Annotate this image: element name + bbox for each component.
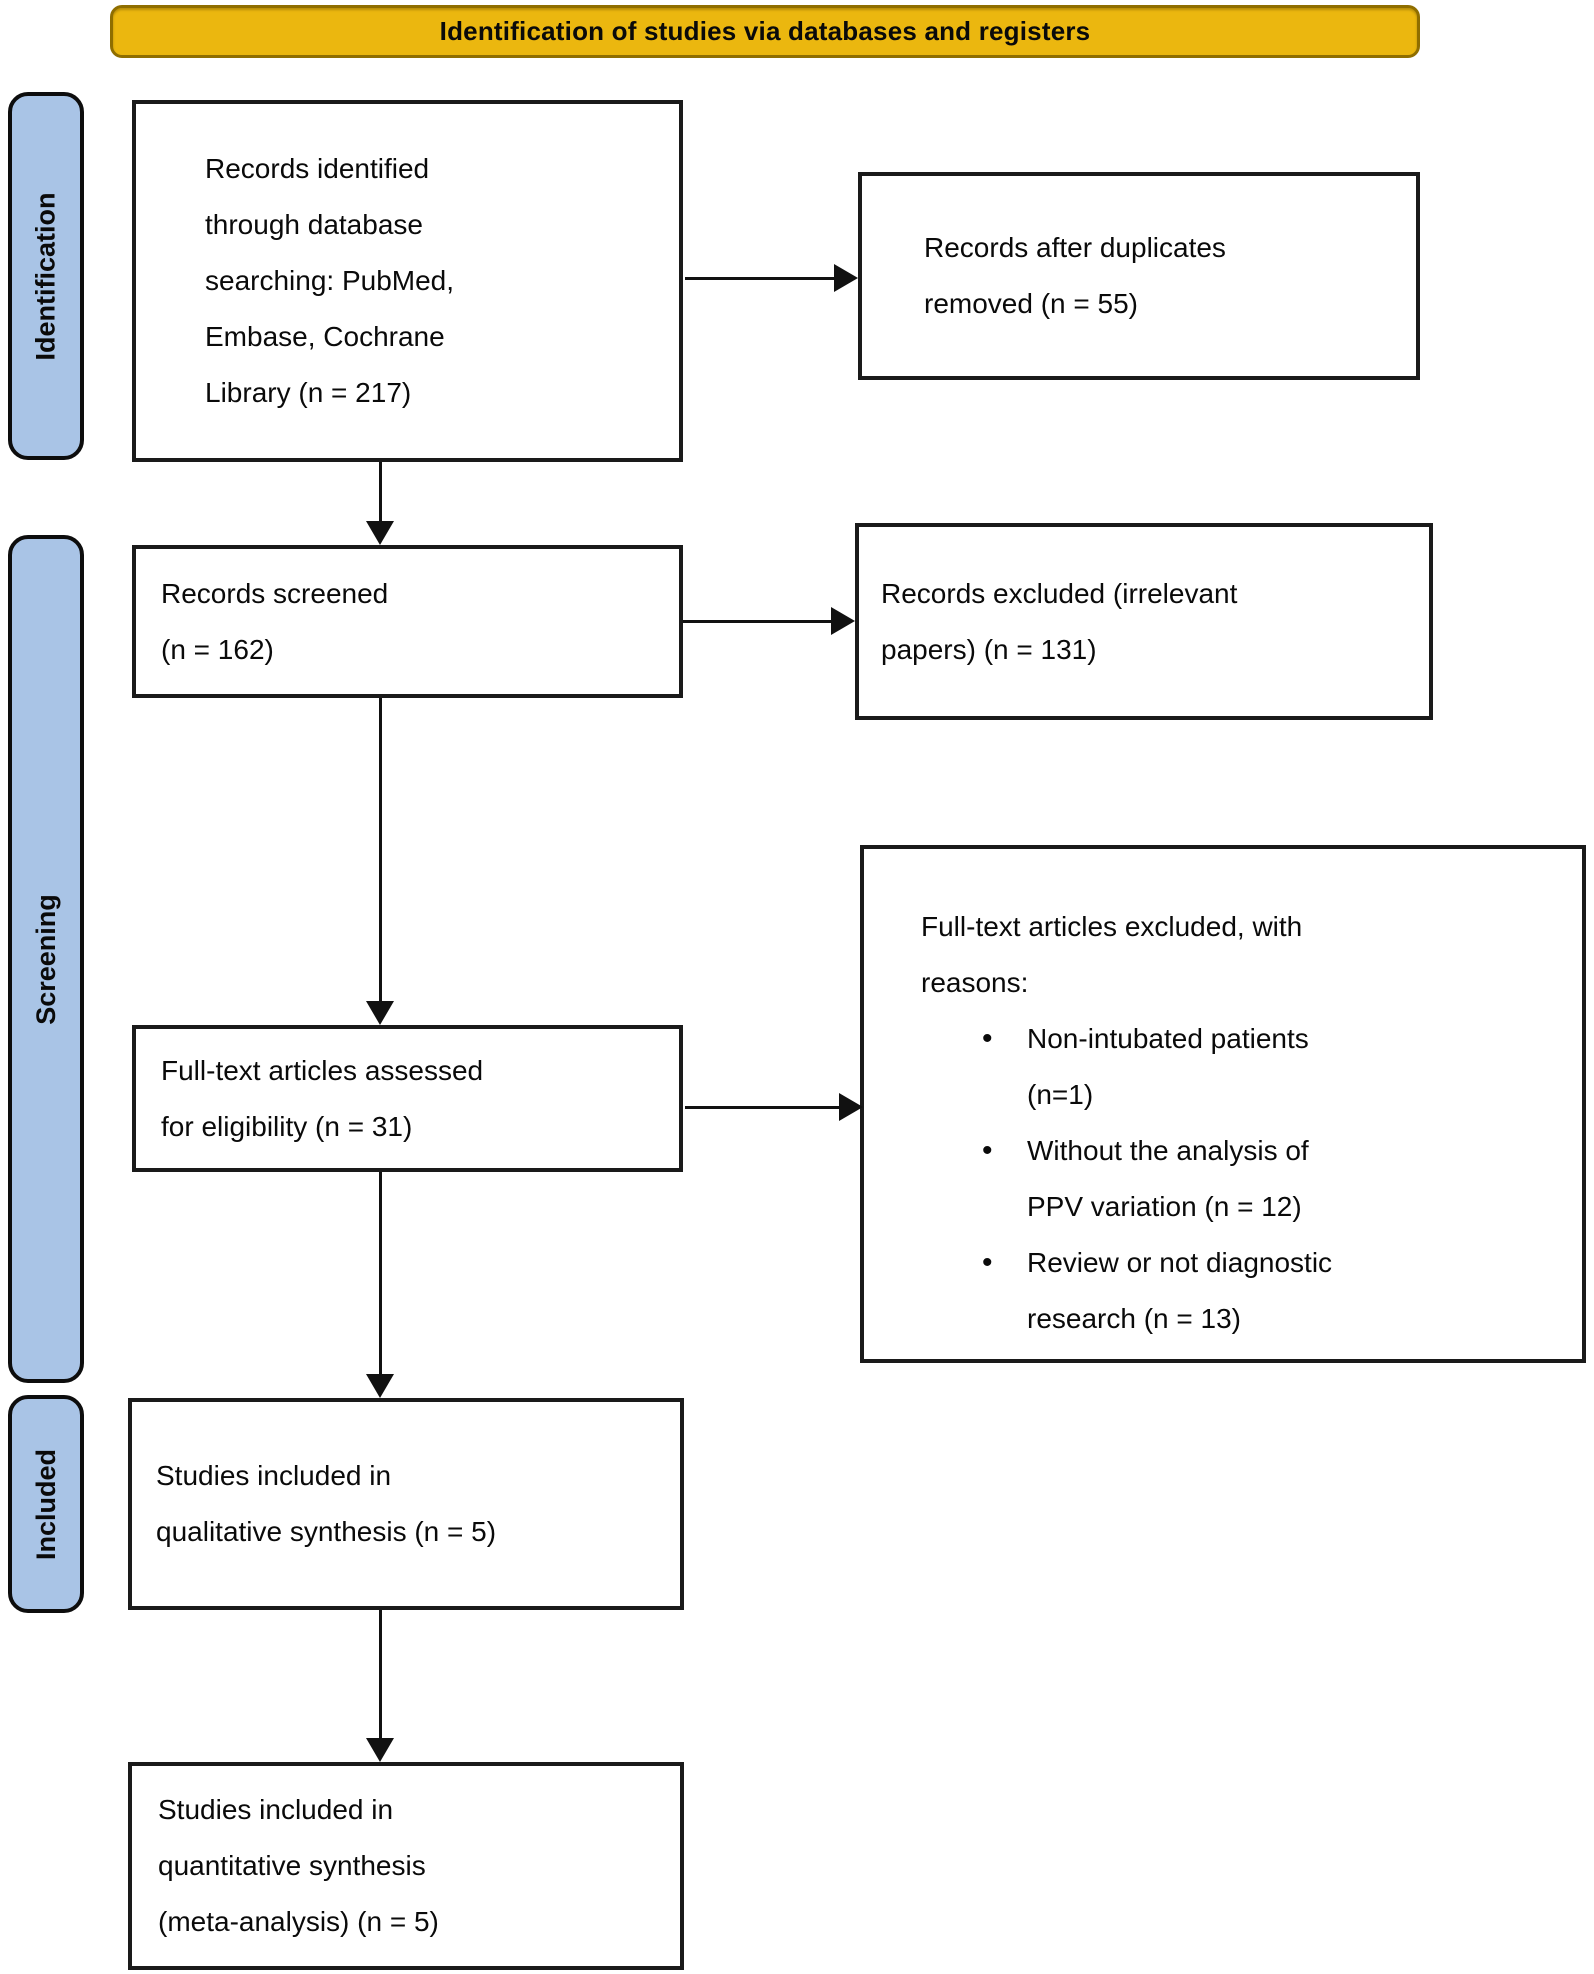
box-records-screened-text: Records screened (n = 162) xyxy=(161,577,389,665)
exclusion-reason-item: Without the analysis of PPV variation (n… xyxy=(864,1123,1582,1235)
stage-label-identification: Identification xyxy=(8,92,84,460)
box-quantitative-synthesis: Studies included in quantitative synthes… xyxy=(128,1762,684,1970)
arrow-line xyxy=(685,277,834,280)
exclusion-reason-item: Review or not diagnostic research (n = 1… xyxy=(864,1235,1582,1347)
diagram-title-banner: Identification of studies via databases … xyxy=(110,5,1420,58)
stage-label-included-text: Included xyxy=(30,1448,61,1560)
arrow-head-down-icon xyxy=(366,521,394,545)
arrow-head-down-icon xyxy=(366,1738,394,1762)
stage-label-included: Included xyxy=(8,1395,84,1613)
arrow-head-right-icon xyxy=(839,1093,863,1121)
arrow-head-down-icon xyxy=(366,1374,394,1398)
box-fulltext-assessed: Full-text articles assessed for eligibil… xyxy=(132,1025,683,1172)
stage-label-identification-text: Identification xyxy=(30,192,61,360)
box-records-identified-text: Records identified through database sear… xyxy=(205,153,455,408)
arrow-line xyxy=(683,620,831,623)
box-fulltext-excluded-reasons: Full-text articles excluded, with reason… xyxy=(860,845,1586,1363)
box-qualitative-synthesis: Studies included in qualitative synthesi… xyxy=(128,1398,684,1610)
box-records-screened: Records screened (n = 162) xyxy=(132,545,683,698)
arrow-line xyxy=(685,1106,839,1109)
box-qualitative-synthesis-text: Studies included in qualitative synthesi… xyxy=(156,1460,497,1547)
fulltext-excluded-list: Non-intubated patients (n=1) Without the… xyxy=(864,1011,1582,1347)
box-records-identified: Records identified through database sear… xyxy=(132,100,683,462)
box-quantitative-synthesis-text: Studies included in quantitative synthes… xyxy=(158,1794,439,1937)
arrow-line xyxy=(379,462,382,521)
arrow-head-right-icon xyxy=(831,607,855,635)
box-duplicates-removed: Records after duplicates removed (n = 55… xyxy=(858,172,1420,380)
box-fulltext-assessed-text: Full-text articles assessed for eligibil… xyxy=(161,1054,484,1142)
exclusion-reason-item: Non-intubated patients (n=1) xyxy=(864,1011,1582,1123)
arrow-head-down-icon xyxy=(366,1001,394,1025)
stage-label-screening: Screening xyxy=(8,535,84,1383)
box-duplicates-removed-text: Records after duplicates removed (n = 55… xyxy=(924,232,1226,319)
stage-label-screening-text: Screening xyxy=(30,893,61,1025)
box-records-excluded-text: Records excluded (irrelevant papers) (n … xyxy=(881,577,1238,665)
arrow-line xyxy=(379,1172,382,1374)
box-records-excluded: Records excluded (irrelevant papers) (n … xyxy=(855,523,1433,720)
arrow-line xyxy=(379,1610,382,1738)
fulltext-excluded-title: Full-text articles excluded, with reason… xyxy=(921,911,1303,998)
arrow-line xyxy=(379,698,382,1001)
arrow-head-right-icon xyxy=(834,264,858,292)
diagram-title: Identification of studies via databases … xyxy=(439,16,1091,46)
